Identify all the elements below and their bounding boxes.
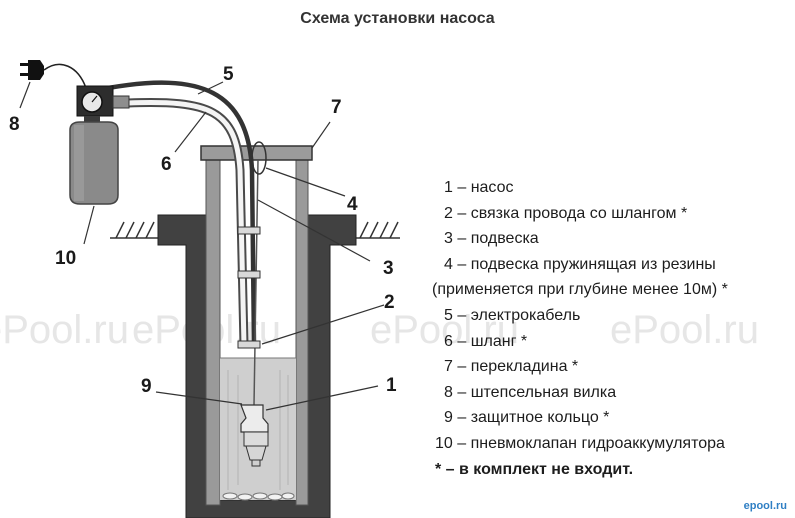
watermark: ePool.ru (0, 308, 129, 352)
watermark: ePool.ru (610, 308, 759, 352)
rubber-suspension (251, 141, 267, 175)
label-6: 6 (161, 154, 172, 175)
legend-item: 9 – защитное кольцо * (444, 409, 610, 427)
plug (28, 60, 44, 80)
watermark: ePool.ru (370, 308, 519, 352)
legend-item: 7 – перекладина * (444, 358, 579, 376)
label-4: 4 (347, 194, 358, 215)
label-9: 9 (141, 376, 152, 397)
pebbles (222, 492, 295, 501)
ground-hatching (110, 221, 400, 239)
watermark-group: ePool.ru ePool.ru ePool.ru ePool.ru (0, 308, 759, 352)
legend-item: 1 – насос (444, 179, 514, 196)
label-8: 8 (9, 114, 20, 135)
casing-left-wall (205, 159, 221, 506)
legend-item: 4 – подвеска пружинящая из резины (444, 255, 716, 273)
legend-item: 8 – штепсельная вилка (444, 383, 617, 401)
label-7: 7 (331, 97, 342, 118)
legend-item: 10 – пневмоклапан гидроаккумулятора (435, 434, 725, 452)
water-lines (227, 370, 289, 490)
label-1: 1 (386, 375, 397, 396)
cable-ties (237, 226, 261, 349)
legend: 1 – насос 2 – связка провода со шлангом … (432, 175, 728, 482)
brand-logo: epool.ru (743, 500, 787, 512)
legend-footnote: * – в комплект не входит. (435, 460, 634, 478)
label-10: 10 (55, 248, 76, 269)
label-2: 2 (384, 292, 395, 313)
diagram-title: Схема установки насоса (300, 10, 495, 27)
legend-item: (применяется при глубине менее 10м) * (432, 281, 728, 299)
legend-item: 3 – подвеска (444, 230, 539, 248)
suspension-rope (253, 159, 259, 406)
legend-item: 6 – шланг * (444, 332, 528, 350)
plug-cord (43, 63, 87, 89)
label-3: 3 (383, 258, 394, 279)
legend-item: 5 – электрокабель (444, 306, 581, 324)
leader-lines (19, 81, 385, 411)
cross-bar (200, 145, 313, 161)
label-5: 5 (223, 64, 234, 85)
electric-cable (107, 80, 257, 346)
legend-item: 2 – связка провода со шлангом * (444, 204, 688, 222)
